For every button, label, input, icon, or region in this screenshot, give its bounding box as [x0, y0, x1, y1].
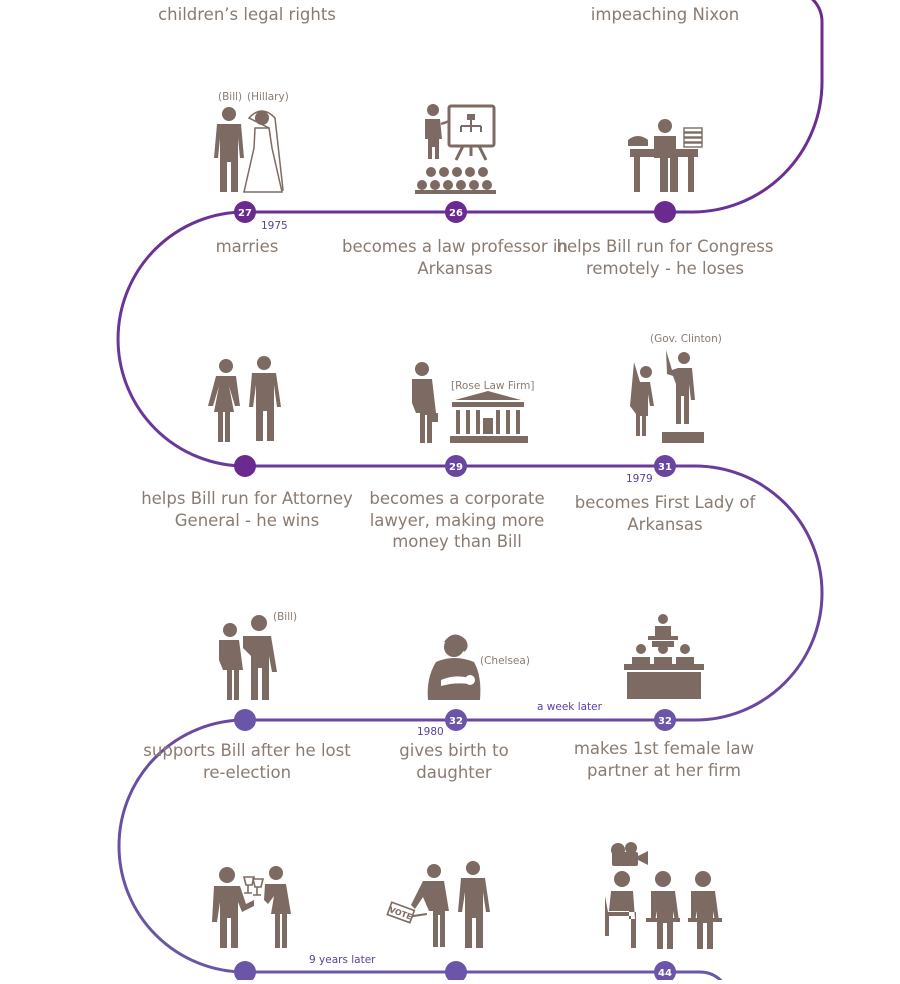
caption-partner: makes 1st female law partner at her firm [573, 739, 755, 780]
consoling-couple-icon [219, 615, 277, 700]
svg-text:32: 32 [449, 716, 463, 727]
caption-re-election: supports Bill after he lost re-election [143, 741, 351, 782]
label-bill-2: (Bill) [273, 611, 298, 623]
svg-text:44: 44 [658, 968, 672, 979]
desk-phone-icon [628, 119, 703, 192]
label-rose-law-firm: [Rose Law Firm] [451, 380, 535, 392]
svg-text:32: 32 [658, 716, 672, 727]
lawyer-law-firm-icon [412, 362, 528, 443]
svg-text:27: 27 [238, 208, 252, 219]
interval-week-later: a week later [537, 701, 602, 713]
interval-nine-years: 9 years later [309, 954, 376, 966]
caption-top-right: impeaching Nixon [590, 5, 740, 24]
caption-attorney-general: helps Bill run for Attorney General - he… [141, 489, 353, 530]
wedding-couple-icon [214, 107, 284, 193]
timeline-path [116, 0, 824, 984]
interview-camera-icon [605, 842, 722, 949]
label-chelsea: (Chelsea) [480, 655, 530, 667]
vote-couple-icon [386, 861, 490, 948]
label-bill: (Bill) [218, 91, 243, 103]
timeline-dot-marries: 27 [234, 201, 256, 223]
governor-waving-icon [630, 350, 704, 443]
law-professor-icon [415, 104, 496, 194]
year-1979: 1979 [626, 473, 653, 485]
svg-text:26: 26 [449, 208, 463, 219]
caption-birth: gives birth to daughter [399, 741, 509, 782]
timeline-dot-corporate: 29 [445, 455, 467, 477]
timeline-dot-first-lady: 31 [654, 455, 676, 477]
timeline-dot-congress [654, 201, 676, 223]
caption-corporate-lawyer: becomes a corporate lawyer, making more … [369, 489, 545, 551]
label-hillary: (Hillary) [247, 91, 289, 103]
couple-icon [208, 356, 281, 442]
timeline-dot-row4-left [234, 961, 256, 983]
timeline-dot-partner: 32 [654, 709, 676, 731]
caption-first-lady: becomes First Lady of Arkansas [574, 493, 756, 534]
timeline-dot-row4-right: 44 [654, 961, 676, 983]
year-1980: 1980 [417, 726, 444, 738]
timeline-dot-birth: 32 [445, 709, 467, 731]
timeline-dot-row4-mid [445, 961, 467, 983]
mother-baby-icon [427, 634, 481, 700]
caption-top-left: children’s legal rights [158, 5, 336, 24]
year-1975: 1975 [261, 220, 288, 232]
svg-text:31: 31 [658, 462, 672, 473]
toast-couple-icon [212, 866, 291, 948]
caption-marries: marries [215, 237, 279, 256]
timeline-dot-professor: 26 [445, 201, 467, 223]
label-gov-clinton: (Gov. Clinton) [650, 333, 722, 345]
timeline-dot-attorney-general [234, 455, 256, 477]
svg-text:29: 29 [449, 462, 463, 473]
caption-congress: helps Bill run for Congress remotely - h… [556, 237, 774, 278]
timeline-dot-re-election [234, 709, 256, 731]
law-partner-icon [624, 614, 704, 699]
caption-law-professor: becomes a law professor in Arkansas [342, 237, 568, 278]
